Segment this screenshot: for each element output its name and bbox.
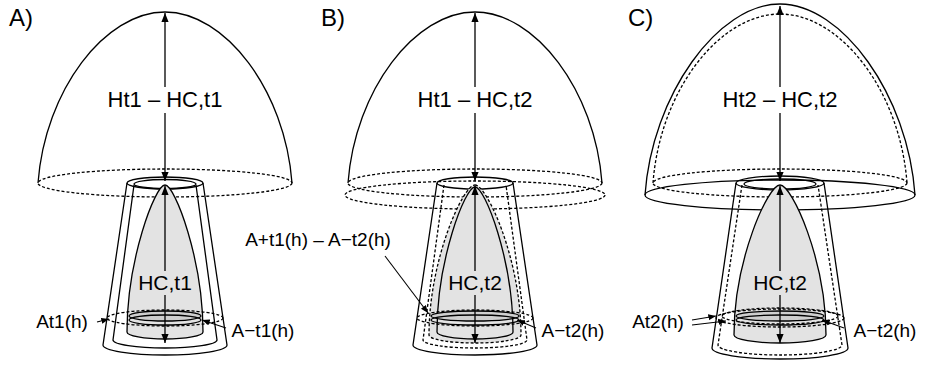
crown-outline	[38, 12, 292, 183]
height-arrow	[164, 186, 165, 343]
area-label: A−t1(h)	[229, 320, 298, 342]
height-arrow	[474, 186, 475, 343]
tree-t1	[38, 12, 292, 355]
leader-line	[822, 320, 844, 328]
crown-height-label: HC,t2	[445, 271, 505, 295]
crown-cone-t2	[429, 185, 521, 343]
area-label: At2(h)	[629, 311, 687, 333]
leaders	[97, 256, 844, 328]
leader-line	[517, 320, 536, 328]
trunk-outline	[103, 183, 227, 355]
trunk-inner	[423, 185, 527, 348]
tree-t1-t2	[345, 12, 605, 355]
crown-outline	[348, 12, 602, 183]
crown-height-label: HC,t2	[750, 271, 810, 295]
leader-line	[692, 316, 716, 320]
trunk-outline-old	[718, 185, 842, 355]
leader-line	[385, 256, 428, 313]
crown-outline	[645, 4, 915, 195]
area-label: A−t2(h)	[539, 320, 608, 342]
trunk-outline	[413, 183, 537, 355]
area-label: At1(h)	[33, 311, 91, 333]
height-label: Ht1 – HC,t1	[105, 87, 226, 112]
panel-letter: B)	[318, 4, 348, 32]
trunk-inner	[113, 185, 217, 348]
leader-line	[97, 319, 109, 322]
panel-letter: C)	[625, 4, 656, 32]
leader-line	[202, 320, 226, 328]
height-arrow	[779, 186, 780, 343]
leader-line	[692, 321, 726, 325]
crown-height-label: HC,t1	[135, 271, 195, 295]
panel-letter: A)	[6, 4, 36, 32]
tree-t2	[645, 4, 915, 359]
height-label: Ht2 – HC,t2	[720, 87, 841, 112]
trunk-outline	[712, 183, 848, 359]
area-label: A−t2(h)	[851, 320, 920, 342]
area-label: A+t1(h) – A−t2(h)	[242, 229, 394, 251]
height-label: Ht1 – HC,t2	[415, 87, 536, 112]
crown-cone	[734, 185, 826, 343]
